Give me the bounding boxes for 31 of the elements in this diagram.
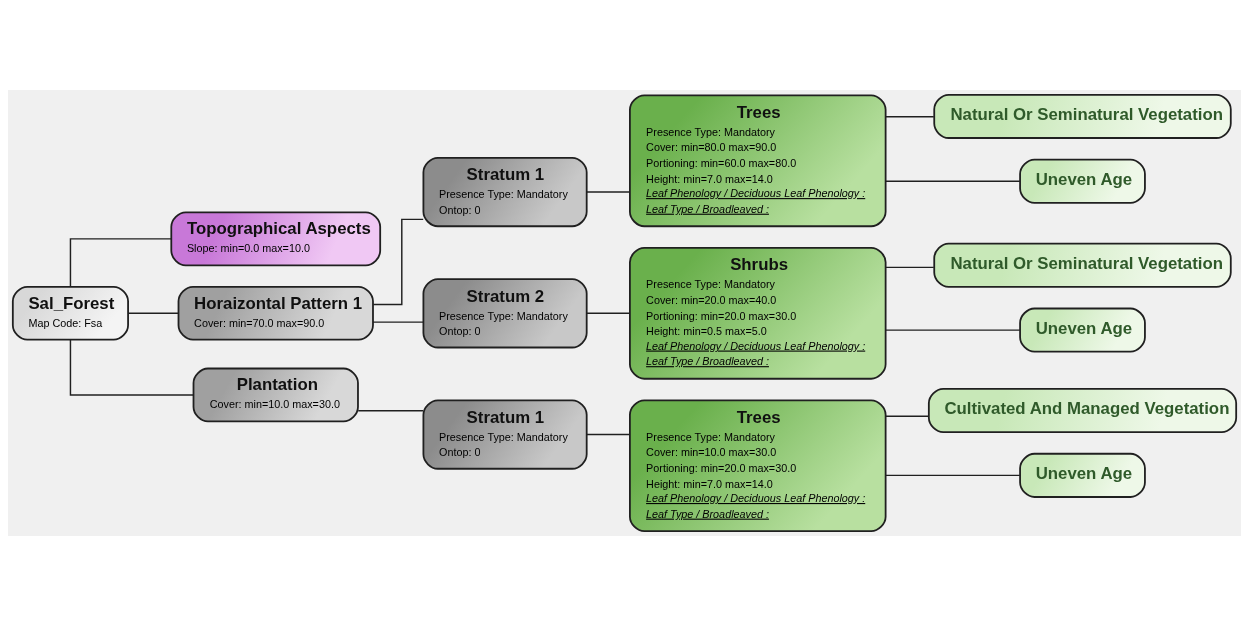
node-box: Uneven Age — [1019, 452, 1146, 498]
connector — [586, 433, 631, 435]
node-box: Natural Or Seminatural Vegetation — [933, 242, 1232, 288]
node-box: Stratum 1 Presence Type: Mandatory Ontop: 0 — [422, 398, 588, 470]
node-box: Uneven Age — [1019, 158, 1146, 204]
connector — [884, 415, 930, 417]
connector — [372, 218, 424, 305]
connector — [586, 190, 631, 193]
node-box: Shrubs Presence Type: Mandatory Cover: min=20.0 max=40.0 Portioning: min=20.0 max=30.0 Height: min=0.5 max=5.0 Leaf Phenology / Deciduous Leaf Phenology : Leaf Type / Broadleaved : — [629, 246, 887, 380]
connector — [127, 312, 180, 314]
connector — [884, 328, 1021, 331]
node-box: Trees Presence Type: Mandatory Cover: min=10.0 max=30.0 Portioning: min=20.0 max=30.0 Height: min=7.0 max=14.0 Leaf Phenology / Deciduous Leaf Phenology : Leaf Type / Broadleaved : — [629, 398, 887, 532]
node-box: Topographical Aspects Slope: min=0.0 max=10.0 — [170, 211, 382, 266]
connector — [884, 474, 1021, 476]
node-box: Sal_Forest Map Code: Fsa — [11, 285, 129, 341]
connector — [69, 237, 172, 288]
connector — [884, 266, 935, 268]
node-box: Uneven Age — [1019, 307, 1146, 353]
node-box: Natural Or Seminatural Vegetation — [933, 93, 1232, 139]
node-box: Stratum 2 Presence Type: Mandatory Ontop: 0 — [422, 277, 588, 348]
connector — [884, 115, 935, 117]
connector — [372, 320, 424, 323]
connector — [884, 180, 1021, 182]
node-box: Plantation Cover: min=10.0 max=30.0 — [192, 367, 359, 422]
connector — [586, 312, 631, 314]
node-box: Horaizontal Pattern 1 Cover: min=70.0 max=90.0 — [177, 285, 374, 341]
connector — [357, 409, 425, 412]
connector — [69, 338, 195, 396]
node-box: Stratum 1 Presence Type: Mandatory Ontop: 0 — [422, 156, 588, 227]
node-box: Cultivated And Managed Vegetation — [927, 387, 1238, 433]
node-box: Trees Presence Type: Mandatory Cover: min=80.0 max=90.0 Portioning: min=60.0 max=80.0 Height: min=7.0 max=14.0 Leaf Phenology / Deciduous Leaf Phenology : Leaf Type / Broadleaved : — [629, 94, 887, 227]
